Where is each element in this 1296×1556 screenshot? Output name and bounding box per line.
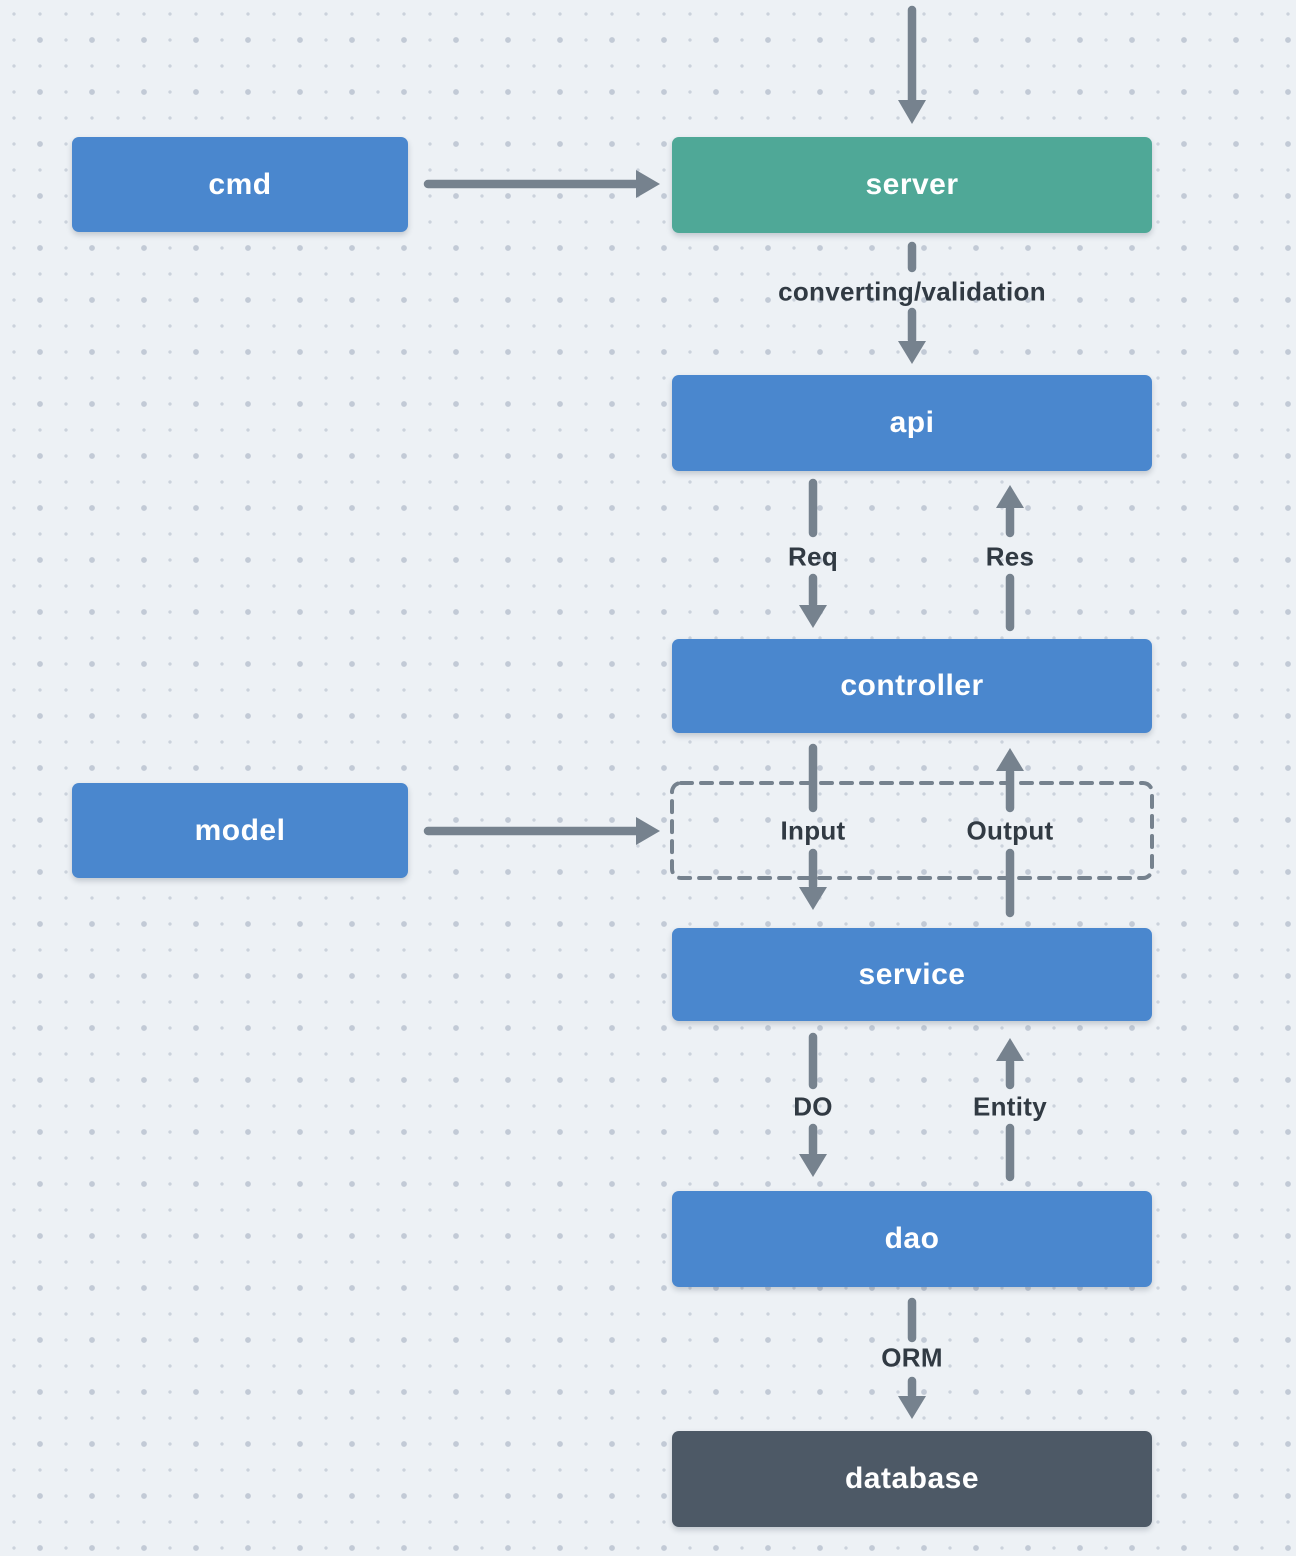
edge-label-converting-validation: converting/validation [778,276,1046,307]
node-server: server [672,137,1152,233]
arrow-service-to-dao-do [799,1032,827,1177]
node-api-label: api [889,406,935,439]
node-server-label: server [865,168,959,201]
arrow-api-to-controller-req [799,478,827,628]
edge-label-input: Input [780,815,846,846]
node-dao-label: dao [884,1222,940,1255]
arrow-controller-to-api-res [996,485,1024,632]
arrow-cmd-to-server [423,170,660,198]
arrow-start-to-server [898,5,926,124]
edge-label-orm: ORM [881,1342,943,1373]
arrow-controller-to-service-input [799,743,827,910]
edge-label-do: DO [793,1091,833,1122]
node-controller: controller [672,639,1152,733]
edge-label-output: Output [966,815,1054,846]
node-api: api [672,375,1152,471]
node-model: model [72,783,408,878]
node-cmd-label: cmd [208,167,272,201]
arrow-server-to-api [898,241,926,364]
arrow-dao-to-service-entity [996,1038,1024,1182]
edge-label-entity: Entity [972,1091,1048,1122]
arrow-service-to-controller-output [996,748,1024,918]
node-dao: dao [672,1191,1152,1287]
arrow-dao-to-database-orm [898,1297,926,1419]
node-database-label: database [844,1462,980,1495]
edge-label-res: Res [985,541,1035,572]
arrow-model-to-boundary [423,817,660,845]
node-cmd: cmd [72,137,408,232]
edge-label-req: Req [787,541,839,572]
node-service: service [672,928,1152,1021]
node-service-label: service [858,957,966,991]
model-io-boundary-box [670,781,1154,880]
node-model-label: model [194,813,286,847]
node-controller-label: controller [840,669,984,702]
node-database: database [672,1431,1152,1527]
